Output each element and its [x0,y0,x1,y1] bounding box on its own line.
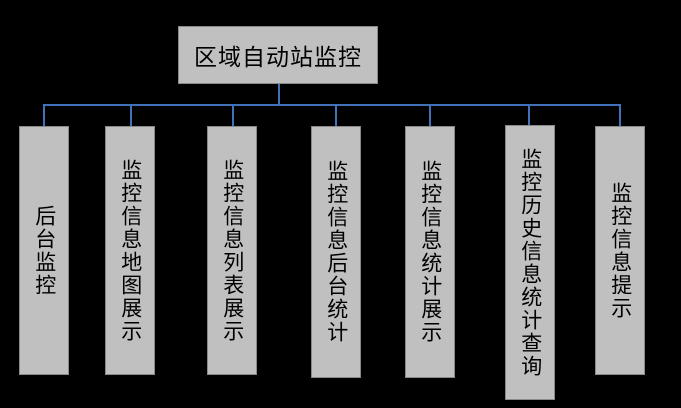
node-alert-tips-label: 监控信息提示 [608,181,633,320]
node-list-display[interactable]: 监控信息列表展示 [207,126,257,375]
connector-drop-2 [130,104,132,126]
connector-drop-6 [528,104,530,125]
connector-drop-7 [619,104,621,126]
connector-drop-5 [429,104,431,126]
node-map-display[interactable]: 监控信息地图展示 [105,126,155,375]
node-history-query-label: 监控历史信息统计查询 [518,147,543,378]
node-backend-statistics-label: 监控信息后台统计 [324,160,349,344]
root-node-label: 区域自动站监控 [194,45,362,70]
root-node[interactable]: 区域自动站监控 [178,26,378,84]
connector-drop-3 [232,104,234,126]
connector-drop-4 [335,104,337,126]
connector-horizontal-bus [43,104,621,106]
node-statistics-display-label: 监控信息统计展示 [418,160,443,344]
node-history-query[interactable]: 监控历史信息统计查询 [505,125,555,400]
node-alert-tips[interactable]: 监控信息提示 [595,126,645,375]
node-backend-monitoring-label: 后台监控 [32,204,57,297]
node-backend-monitoring[interactable]: 后台监控 [19,126,69,375]
node-backend-statistics[interactable]: 监控信息后台统计 [311,126,361,378]
node-list-display-label: 监控信息列表展示 [220,158,245,343]
node-statistics-display[interactable]: 监控信息统计展示 [405,126,455,378]
connector-drop-1 [43,104,45,126]
connector-root-stem [278,84,280,106]
node-map-display-label: 监控信息地图展示 [118,158,143,343]
